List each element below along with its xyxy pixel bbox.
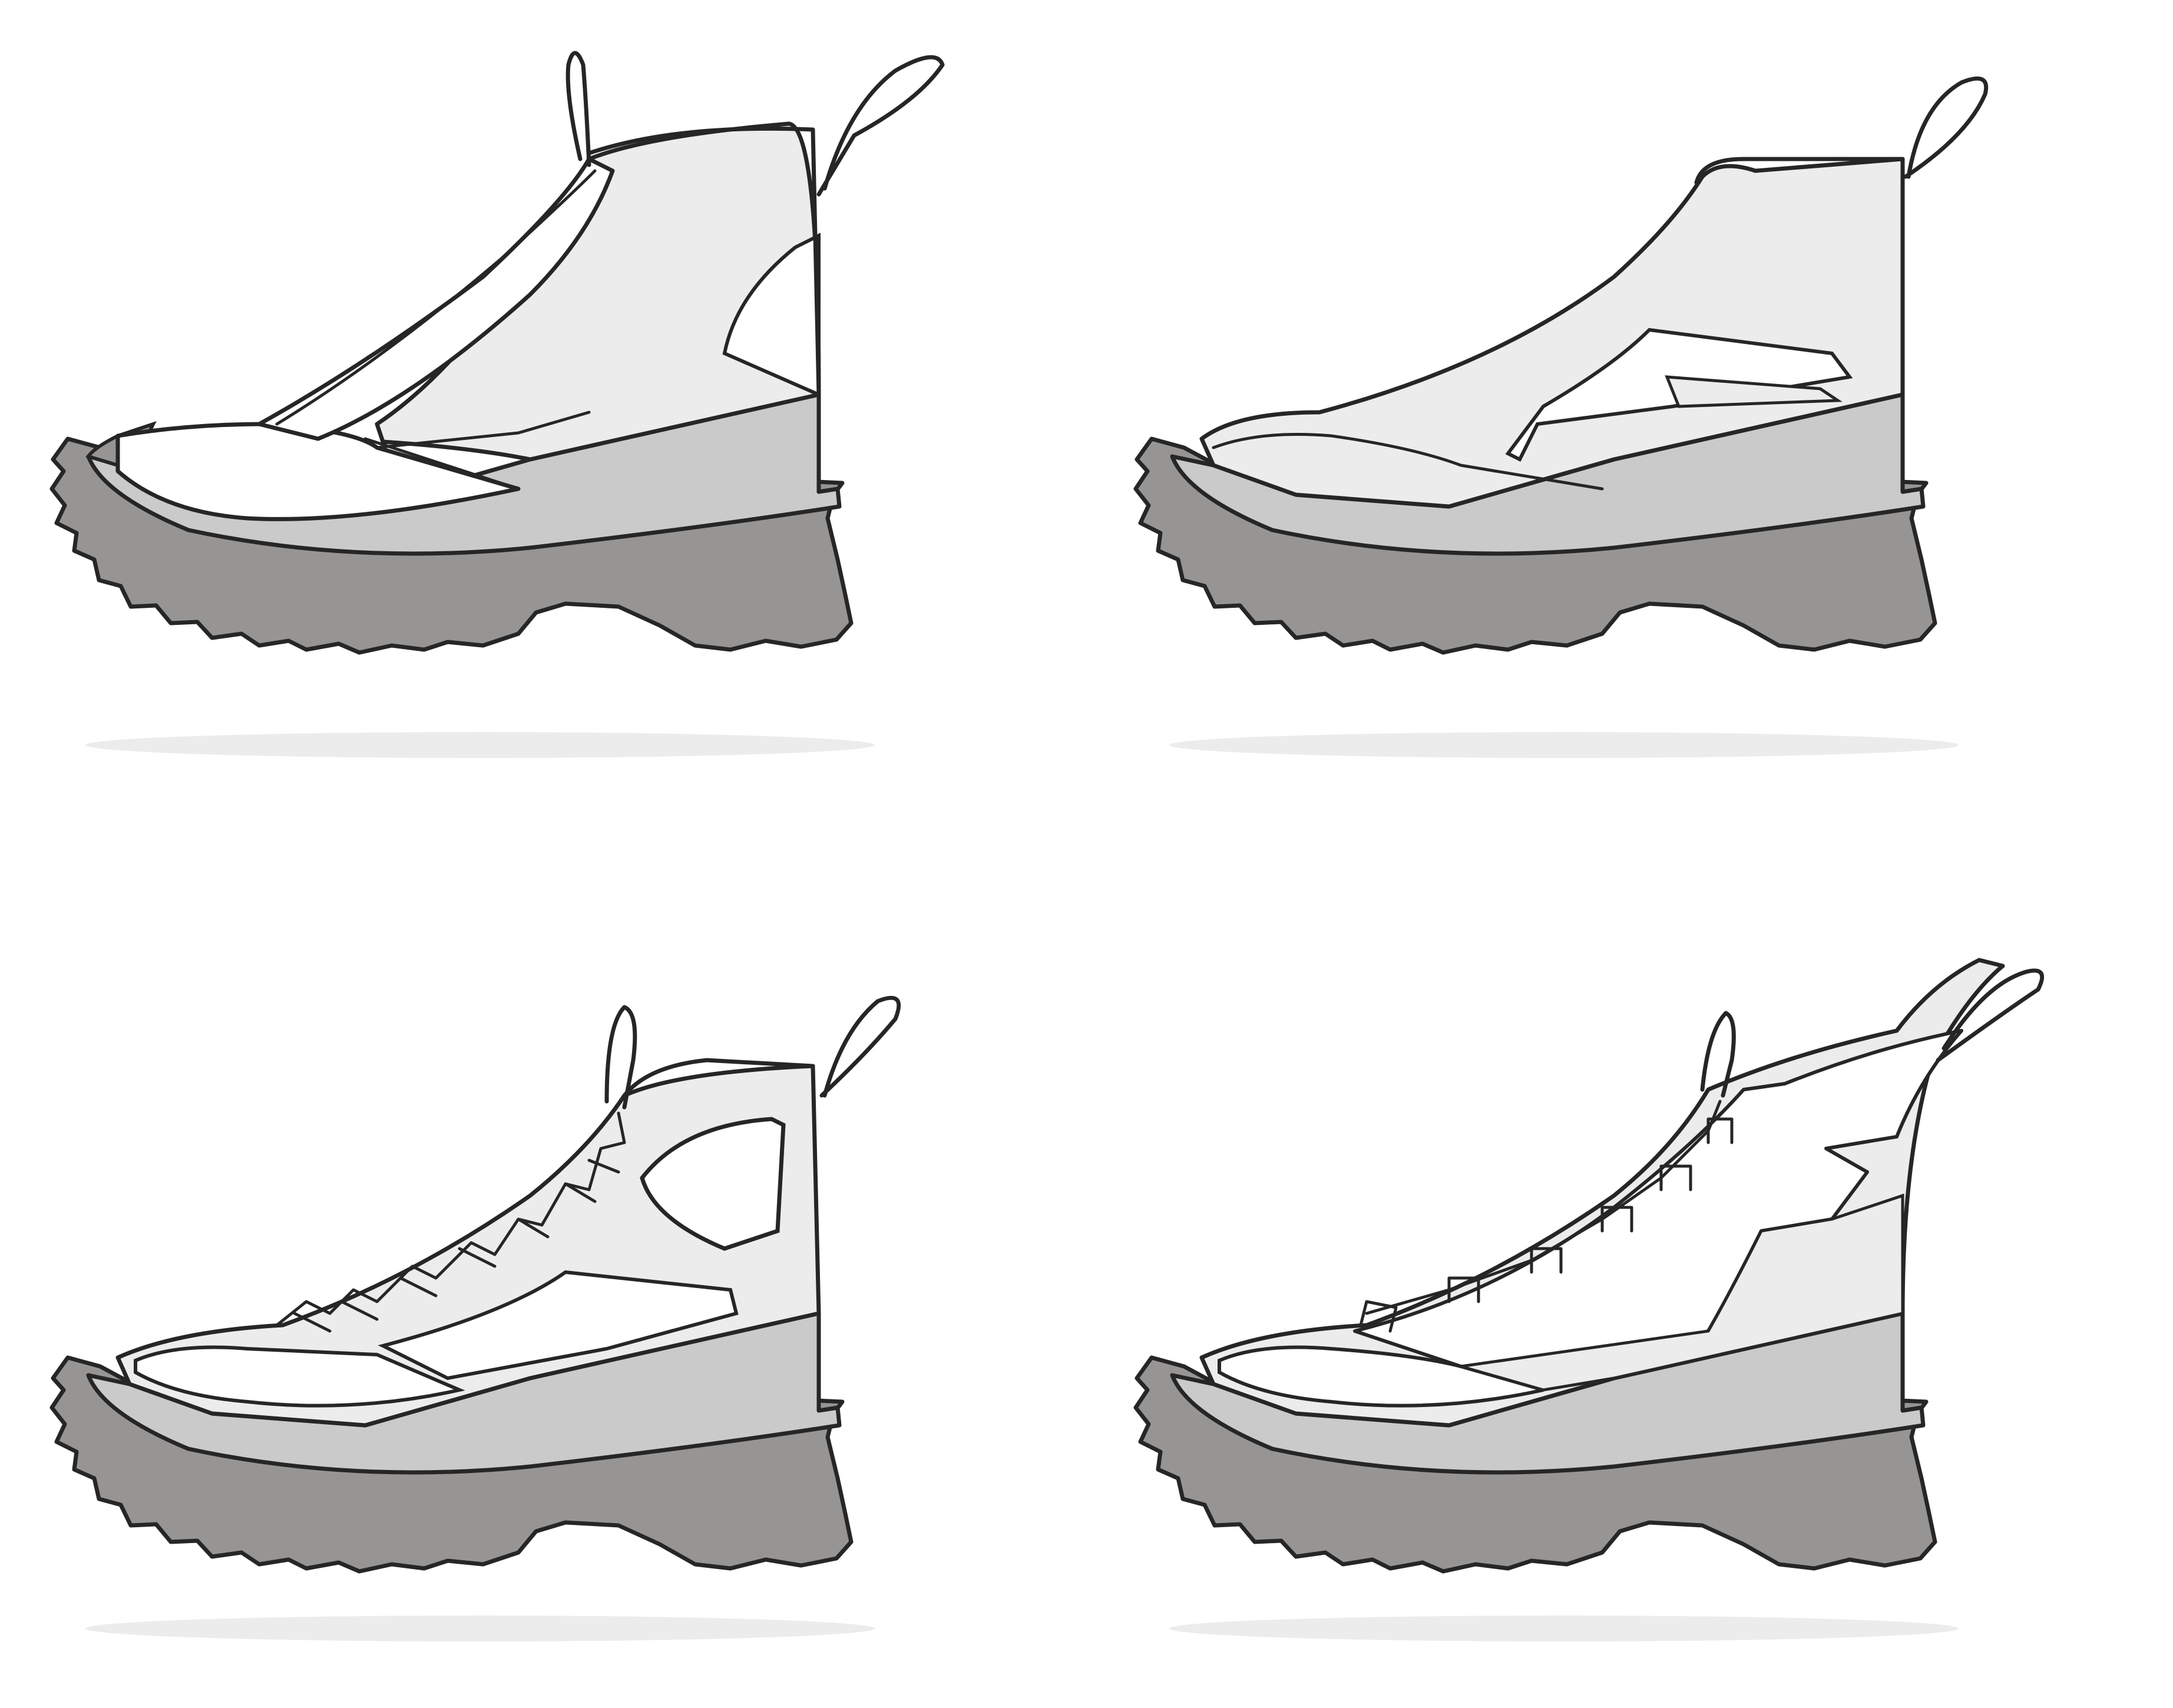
heel-window <box>640 1117 786 1251</box>
lace-crosses <box>293 1158 620 1333</box>
midsole <box>1170 392 1926 556</box>
ground-shadow <box>85 732 875 758</box>
toe-cap <box>134 1345 465 1408</box>
pull-tab-back <box>819 995 901 1098</box>
pull-tab-front <box>1700 1011 1736 1098</box>
sketch-2 <box>1133 76 1988 758</box>
ground-shadow <box>1169 732 1959 758</box>
zipper-line <box>275 169 597 426</box>
upper-bootie <box>1199 157 1905 509</box>
ground-shadow <box>85 1616 875 1641</box>
pull-tab-back <box>1936 968 2045 1062</box>
lace-line <box>1365 1100 1722 1315</box>
sketch-4 <box>1133 958 2045 1641</box>
strap-band-inner <box>1665 375 1843 408</box>
ground-shadow <box>1169 1616 1959 1641</box>
pull-tab-back <box>816 55 945 197</box>
pull-tab-front <box>604 1005 637 1110</box>
sketch-3 <box>49 995 901 1641</box>
pull-tab-back <box>1903 76 1988 179</box>
midsole <box>86 1311 842 1475</box>
collar-line <box>587 126 821 397</box>
collar-line <box>1694 157 1905 185</box>
toe-cap <box>1218 1345 1544 1408</box>
toe-trim <box>1212 433 1604 491</box>
midsole <box>1170 1311 1926 1475</box>
inner-panel <box>1460 1193 1904 1392</box>
sketch-1 <box>49 51 945 758</box>
heel-counter <box>722 233 821 398</box>
vamp-overlay <box>378 1270 739 1381</box>
pull-tab-front <box>565 51 591 167</box>
collar-line <box>622 1058 815 1098</box>
side-panel <box>363 411 591 491</box>
toe-cap <box>115 422 521 521</box>
